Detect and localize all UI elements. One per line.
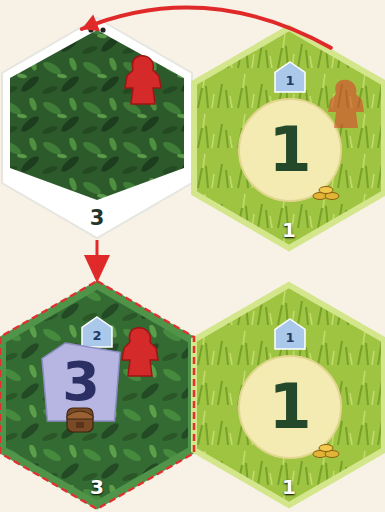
faded-meeple xyxy=(328,80,364,128)
coin xyxy=(325,193,339,200)
grass-terrain xyxy=(194,28,384,248)
backpack-icon xyxy=(67,408,93,432)
hex-tile: 1 1 1 xyxy=(194,285,384,505)
jungle-terrain xyxy=(2,285,192,505)
arrow-head xyxy=(82,15,100,32)
jungle-terrain xyxy=(10,30,184,200)
value-number: 1 xyxy=(238,376,342,438)
cost-number: 3 xyxy=(2,477,192,497)
value-number: 3 xyxy=(42,355,120,409)
red-meeple xyxy=(122,328,158,376)
cost-dot xyxy=(88,27,93,32)
coin xyxy=(313,451,327,458)
value-number: 1 xyxy=(238,119,342,181)
move-arrow xyxy=(82,7,331,47)
coin xyxy=(319,187,333,194)
move-arrow xyxy=(96,240,99,263)
value-number: 1 xyxy=(275,74,305,87)
value-number: 1 xyxy=(275,331,305,344)
value-pentagon xyxy=(42,343,120,421)
badge-pentagon xyxy=(82,317,112,347)
coin-pile xyxy=(313,187,339,200)
coin xyxy=(313,193,327,200)
value-circle xyxy=(239,99,341,201)
backpack-body xyxy=(67,408,93,432)
grass-terrain xyxy=(194,285,384,505)
value-circle xyxy=(239,356,341,458)
backpack-pocket xyxy=(76,422,84,428)
badge-pentagon xyxy=(275,319,305,349)
badge-pentagon xyxy=(275,62,305,92)
hex-tile: 3 2 3 xyxy=(2,285,192,505)
tile-shape xyxy=(2,18,192,238)
tile-symbol: 1 xyxy=(238,355,342,459)
arrow-head xyxy=(84,255,110,283)
cost-dot xyxy=(100,27,105,32)
tile-symbol: 3 xyxy=(42,343,120,421)
meeple-body xyxy=(328,80,364,128)
hex-tile: 1 1 1 xyxy=(194,28,384,248)
backpack-flap xyxy=(67,411,93,419)
coin xyxy=(319,445,333,452)
value-number: 2 xyxy=(82,329,112,342)
tile-frame xyxy=(2,18,192,238)
meeple-body xyxy=(125,56,161,104)
cost-number: 1 xyxy=(194,220,384,240)
red-meeple xyxy=(125,56,161,104)
dashed-highlight xyxy=(0,281,194,509)
coin xyxy=(325,451,339,458)
meeple-body xyxy=(122,328,158,376)
tile-symbol: 2 xyxy=(82,317,112,347)
cost-number: 3 xyxy=(2,208,192,229)
tile-symbol: 1 xyxy=(275,319,305,349)
hex-tile: 3 xyxy=(2,18,192,238)
coin-pile xyxy=(313,445,339,458)
cost-number: 1 xyxy=(194,477,384,497)
tile-symbol: 1 xyxy=(238,98,342,202)
tile-symbol: 1 xyxy=(275,62,305,92)
